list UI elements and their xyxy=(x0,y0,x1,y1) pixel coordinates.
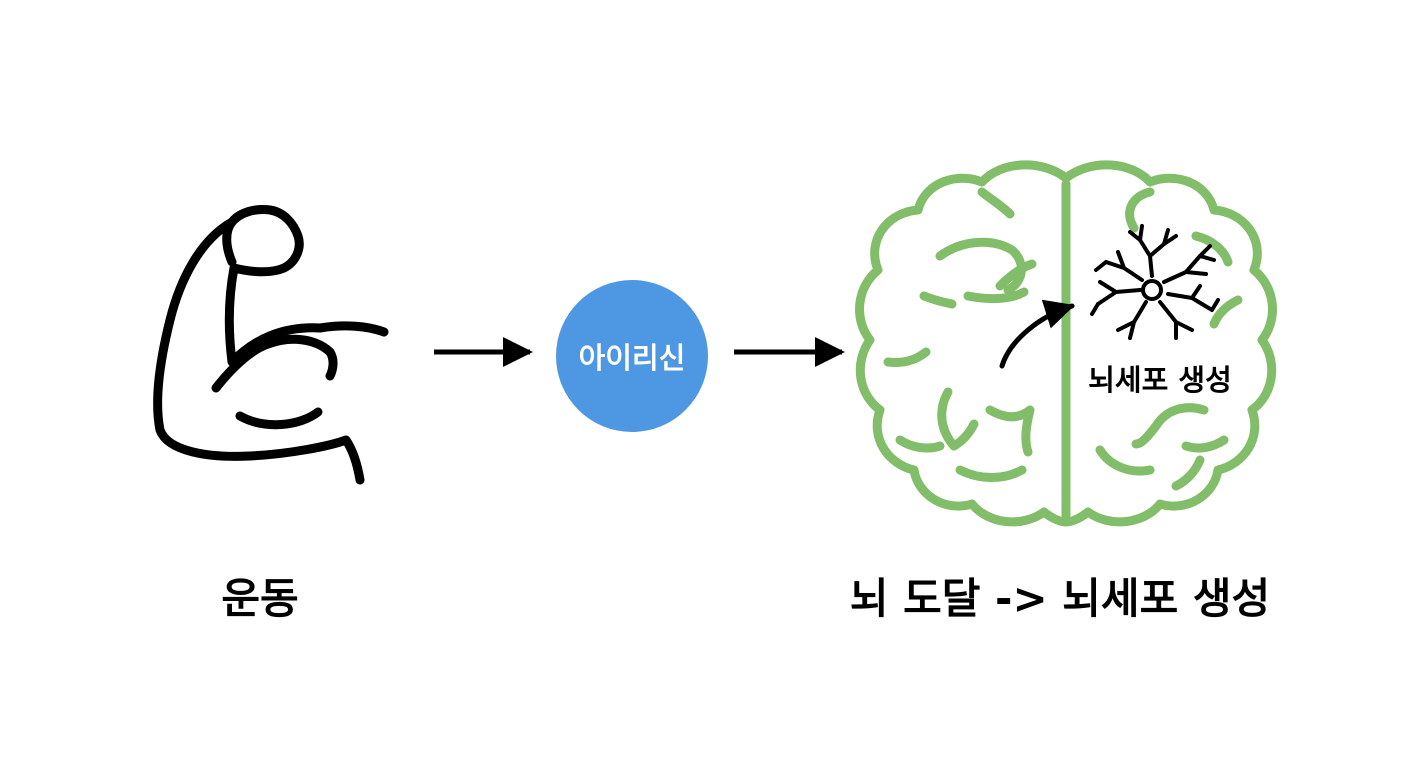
irisin-node: 아이리신 xyxy=(556,280,708,432)
brain-caption: 뇌 도달 -> 뇌세포 생성 xyxy=(849,574,1271,623)
brain-icon xyxy=(855,160,1277,527)
flexed-arm-icon xyxy=(153,205,389,485)
neuron-icon xyxy=(1090,224,1220,340)
brain-inner-label: 뇌세포 생성 xyxy=(1088,363,1232,397)
exercise-label: 운동 xyxy=(221,574,299,623)
brain-curved-arrow xyxy=(999,299,1075,369)
